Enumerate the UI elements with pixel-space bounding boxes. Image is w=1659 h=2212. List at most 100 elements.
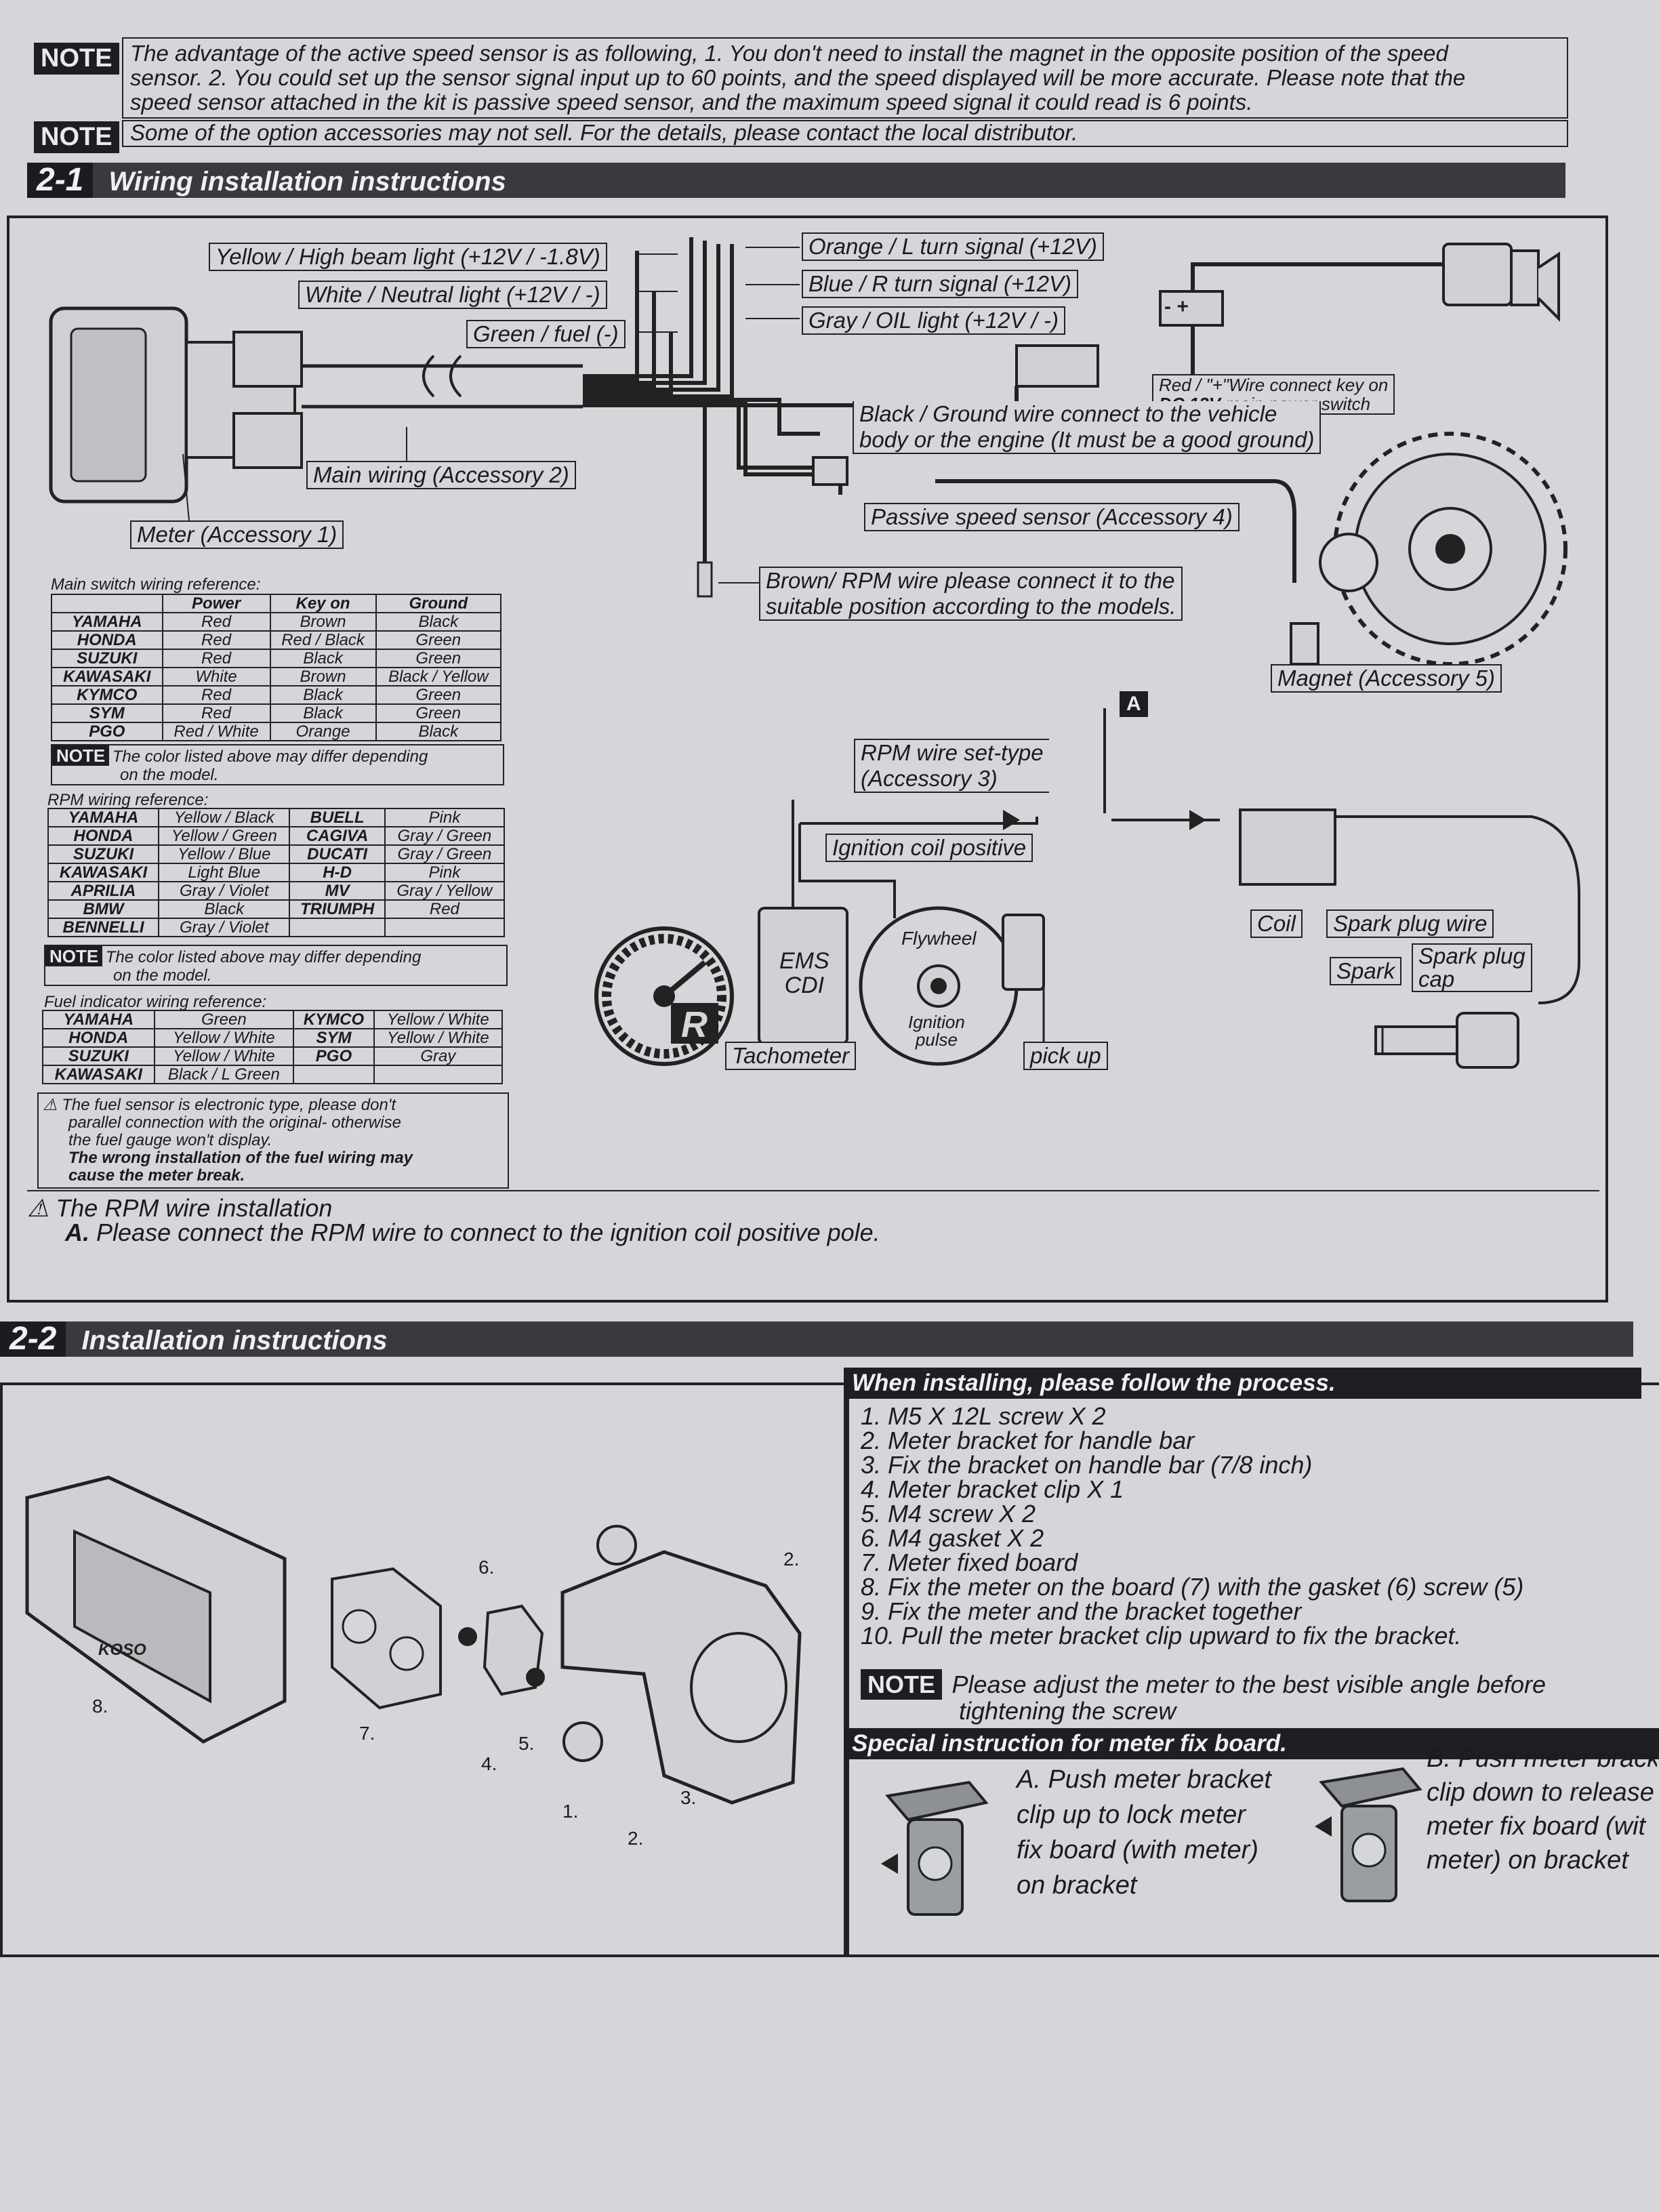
table-cell: Gray / Violet xyxy=(158,918,291,937)
spark-label: Spark xyxy=(1330,957,1402,985)
table-cell: Green xyxy=(375,685,502,705)
callout-8: 8. xyxy=(92,1696,108,1717)
table-cell: SYM xyxy=(293,1028,375,1048)
gray-wire-label: Gray / OIL light (+12V / -) xyxy=(802,306,1065,335)
table-cell: DUCATI xyxy=(289,844,386,864)
brown-rpm-label: Brown/ RPM wire please connect it to the… xyxy=(759,567,1183,621)
table-cell: Yellow / White xyxy=(153,1028,295,1048)
gauge-letter: R xyxy=(681,1004,708,1045)
black-ground-line-2: body or the engine (It must be a good gr… xyxy=(859,427,1315,452)
table-header: Power xyxy=(161,594,271,613)
table-cell: Yellow / White xyxy=(153,1046,295,1066)
battery-signs: - + xyxy=(1164,295,1189,318)
table-cell: Red / White xyxy=(161,722,271,741)
table-cell: White xyxy=(161,667,271,687)
step-item: 10. Pull the meter bracket clip upward t… xyxy=(861,1622,1462,1650)
table-cell: Yellow / Blue xyxy=(158,844,291,864)
tachometer-icon: R xyxy=(594,926,734,1066)
pickup-icon xyxy=(1002,914,1045,991)
ems-cdi-line-2: CDI xyxy=(784,972,825,998)
step-item: 2. Meter bracket for handle bar xyxy=(861,1427,1195,1454)
step-item: 7. Meter fixed board xyxy=(861,1549,1078,1576)
spark-plug-cap-label: Spark plug cap xyxy=(1412,943,1532,992)
note-1: The advantage of the active speed sensor… xyxy=(122,37,1568,119)
table-cell: Red xyxy=(161,703,271,723)
table-cell: MV xyxy=(289,881,386,901)
fuel-warning-line-5: cause the meter break. xyxy=(68,1166,245,1185)
table-header: Key on xyxy=(269,594,377,613)
section-2-1-header: 2-1 Wiring installation instructions xyxy=(27,163,1565,198)
section-2-1-number: 2-1 xyxy=(27,163,94,198)
note-1-line-2: sensor. 2. You could set up the sensor s… xyxy=(130,65,1466,90)
table-cell: Red xyxy=(161,685,271,705)
table-cell: KAWASAKI xyxy=(47,863,160,882)
table-header: Ground xyxy=(375,594,502,613)
table-cell: Red / Black xyxy=(269,630,377,650)
fuel-warning-line-1: ⚠ The fuel sensor is electronic type, pl… xyxy=(43,1097,504,1114)
step-item: 1. M5 X 12L screw X 2 xyxy=(861,1402,1106,1430)
fuel-warning-line-4: The wrong installation of the fuel wirin… xyxy=(68,1149,413,1167)
fuel-warning: ⚠ The fuel sensor is electronic type, pl… xyxy=(37,1092,509,1189)
step-item: 5. M4 screw X 2 xyxy=(861,1500,1036,1528)
table-cell: Black xyxy=(269,649,377,668)
callout-5: 5. xyxy=(518,1733,535,1754)
special-a-text: A. Push meter bracket clip up to lock me… xyxy=(1017,1762,1271,1903)
warning-icon: ⚠ xyxy=(43,1096,62,1114)
passive-sensor-label: Passive speed sensor (Accessory 4) xyxy=(864,503,1240,531)
table-cell: SUZUKI xyxy=(51,649,163,668)
table-cell xyxy=(289,918,386,937)
spark-plug-cap-line-1: Spark plug xyxy=(1418,943,1525,968)
table-cell: HONDA xyxy=(42,1028,155,1048)
note-2: Some of the option accessories may not s… xyxy=(122,120,1568,147)
table-cell: Yellow / White xyxy=(373,1010,504,1029)
bracket-release-icon xyxy=(1315,1767,1422,1902)
meter-label: Meter (Accessory 1) xyxy=(130,520,344,549)
fixed-board-icon xyxy=(331,1567,442,1710)
special-a-line-1: A. Push meter bracket xyxy=(1017,1765,1271,1794)
table-cell: Black xyxy=(375,722,502,741)
ignition-pulse-line-1: Ignition xyxy=(908,1012,965,1032)
table-cell: Black xyxy=(375,612,502,632)
table-note-2-line-2: on the model. xyxy=(113,966,212,985)
table-cell: SUZUKI xyxy=(47,844,160,864)
rpm-marker-a: A xyxy=(1120,691,1148,717)
install-note-line-2: tightening the screw xyxy=(959,1697,1176,1725)
table-cell: Light Blue xyxy=(158,863,291,882)
step-item: 8. Fix the meter on the board (7) with t… xyxy=(861,1573,1524,1601)
coil-icon xyxy=(1239,808,1336,886)
section-2-1-title: Wiring installation instructions xyxy=(108,167,506,197)
table-cell: Black / Yellow xyxy=(375,667,502,687)
installation-frame-left xyxy=(0,1382,849,1957)
table-note-2: NOTE The color listed above may differ d… xyxy=(44,945,508,986)
table-cell: HONDA xyxy=(51,630,163,650)
rpm-diagram xyxy=(792,708,1580,1004)
table-cell: Yellow / Black xyxy=(158,808,291,827)
table-cell: Yellow / White xyxy=(373,1028,504,1048)
note-tag-1: NOTE xyxy=(34,43,119,75)
step-item: 9. Fix the meter and the bracket togethe… xyxy=(861,1597,1302,1625)
table-cell: YAMAHA xyxy=(42,1010,155,1029)
table-note-2-line-1: The color listed above may differ depend… xyxy=(105,948,422,966)
table-cell: Black xyxy=(158,899,291,919)
table-cell: Red xyxy=(161,612,271,632)
special-b-text: B. Push meter bracke clip down to releas… xyxy=(1427,1742,1657,1877)
rpm-install-text-row: A. Please connect the RPM wire to connec… xyxy=(65,1218,880,1247)
rpm-install-box: ⚠ The RPM wire installation A. Please co… xyxy=(27,1190,1599,1247)
step-item: 3. Fix the bracket on handle bar (7/8 in… xyxy=(861,1451,1313,1479)
fuel-warning-line-3: the fuel gauge won't display. xyxy=(68,1131,272,1149)
spark-plug-cap-line-2: cap xyxy=(1418,966,1455,991)
table-cell: Green xyxy=(375,703,502,723)
table-cell: Gray / Violet xyxy=(158,881,291,901)
rpm-set-type-line-1: RPM wire set-type xyxy=(861,740,1044,765)
